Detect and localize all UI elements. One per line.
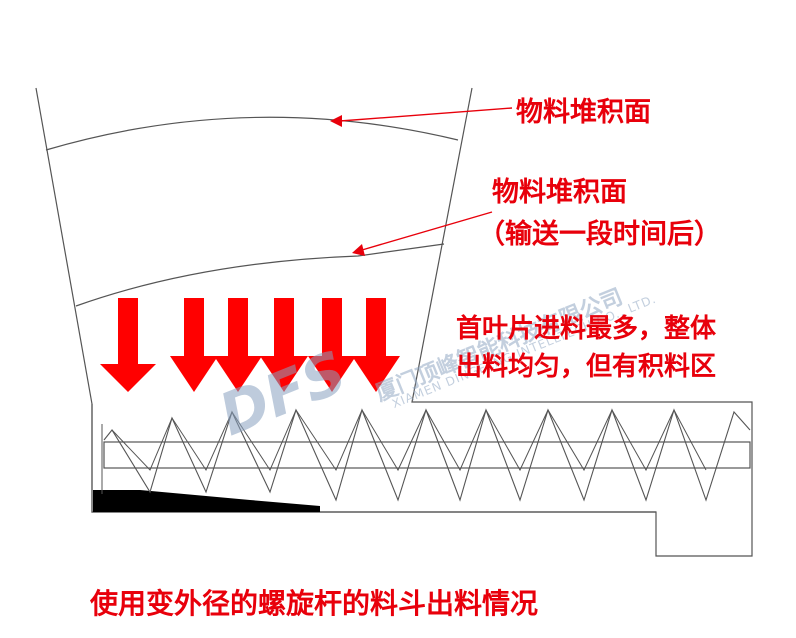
feed-arrow-5 [308,298,356,392]
dead-zone [93,490,320,512]
pointer-line-top [339,107,513,122]
pile-surface-initial [45,116,459,151]
pointer-line-mid [361,211,493,251]
label-pile-surface: 物料堆积面 [516,97,651,128]
label-pile-surface-after-note: （输送一段时间后） [478,219,721,250]
screw-flights-back [111,408,707,472]
label-feed-note-line1: 首叶片进料最多，整体 [456,314,717,344]
screw-shaft [103,441,751,469]
feed-arrow-4 [260,298,308,392]
pointer-head-mid [352,244,365,256]
label-pile-surface-after: 物料堆积面 [492,177,627,208]
label-feed-note-line2: 出料均匀，但有积料区 [456,352,717,382]
feed-arrows [100,298,400,392]
feed-arrow-6 [352,298,400,392]
feed-arrow-1 [100,298,156,392]
feed-arrow-3 [214,298,262,392]
pointer-head-top [330,115,342,127]
pile-surface-after [75,243,445,307]
diagram-caption: 使用变外径的螺旋杆的料斗出料情况 [90,587,539,620]
feed-arrow-2 [170,298,218,392]
trough-outline [91,404,656,513]
